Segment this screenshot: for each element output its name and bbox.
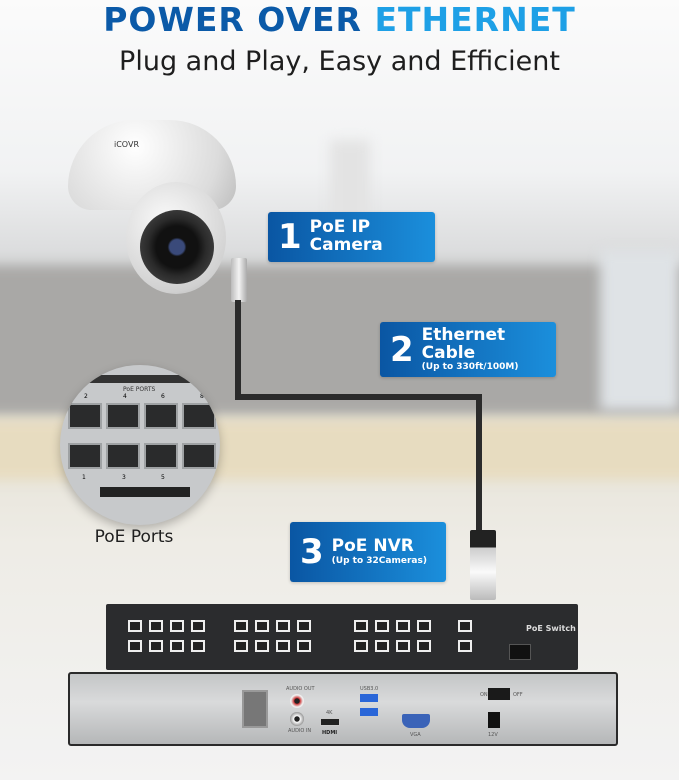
switch-port: [149, 620, 163, 632]
dome-camera: iCOVR: [68, 120, 240, 300]
switch-port: [297, 640, 311, 652]
rj45-port: [144, 443, 178, 469]
switch-port: [297, 620, 311, 632]
step-number: 2: [390, 329, 414, 370]
4k-label: 4K: [326, 710, 333, 716]
rj45-port: [68, 403, 102, 429]
audio-out-label: AUDIO OUT: [286, 686, 315, 692]
poe-ports-inset: PoE PORTS 2 4 6 8 1 3 5: [60, 365, 220, 525]
audio-in-jack: [290, 712, 304, 726]
switch-port: [396, 620, 410, 632]
usb-port: [360, 694, 378, 702]
poe-switch: PoE Switch: [106, 604, 578, 670]
ethernet-cable-segment: [235, 394, 481, 400]
nvr-rear-panel: AUDIO OUT AUDIO IN 4K HDMI USB3.0 VGA ON…: [68, 672, 618, 746]
port-number: 5: [161, 474, 165, 481]
inset-bezel: [75, 375, 205, 383]
switch-port: [276, 620, 290, 632]
step-note: (Up to 330ft/100M): [421, 362, 519, 373]
12v-label: 12V: [488, 732, 498, 738]
switch-port: [375, 640, 389, 652]
port-number: 4: [123, 393, 127, 400]
hdmi-label: HDMI: [322, 730, 338, 736]
step-title: Ethernet Cable: [421, 324, 506, 363]
usb-port: [360, 708, 378, 716]
poe-ports-caption: PoE Ports: [94, 527, 174, 547]
switch-port: [354, 640, 368, 652]
lan-ports: [242, 690, 268, 728]
ethernet-cable: [235, 300, 241, 400]
switch-port: [191, 640, 205, 652]
rj45-port: [68, 443, 102, 469]
sfp-port: [509, 644, 531, 660]
hdmi-port: [320, 718, 340, 726]
port-number: 8: [200, 393, 204, 400]
step-1-label: 1 PoE IP Camera: [268, 212, 435, 262]
port-number: 2: [84, 393, 88, 400]
ethernet-cable-segment: [476, 394, 482, 534]
switch-port: [170, 620, 184, 632]
rj45-port: [144, 403, 178, 429]
vga-port: [402, 714, 430, 728]
step-note: (Up to 32Cameras): [331, 555, 427, 566]
switch-port: [149, 640, 163, 652]
vga-label: VGA: [410, 732, 421, 738]
dc-power-jack: [488, 712, 500, 728]
switch-port: [396, 640, 410, 652]
switch-label: PoE Switch: [526, 624, 576, 633]
audio-out-jack: [290, 694, 304, 708]
rj45-port: [182, 403, 216, 429]
port-number: 3: [122, 474, 126, 481]
rj45-connector-bottom: [470, 530, 496, 600]
power-switch: [488, 688, 510, 700]
switch-port: [255, 640, 269, 652]
rj45-connector-top: [231, 258, 247, 302]
step-number: 3: [300, 532, 324, 572]
inset-bezel: [100, 487, 190, 497]
switch-port: [170, 640, 184, 652]
switch-port: [255, 620, 269, 632]
rj45-port: [182, 443, 216, 469]
switch-port: [375, 620, 389, 632]
step-title: PoE NVR: [331, 536, 414, 557]
rj45-port: [106, 403, 140, 429]
audio-in-label: AUDIO IN: [288, 728, 312, 734]
switch-port: [234, 640, 248, 652]
step-title: PoE IP Camera: [309, 217, 383, 255]
step-number: 1: [278, 217, 302, 257]
switch-port: [417, 640, 431, 652]
inset-header: PoE PORTS: [123, 386, 156, 393]
port-number: 6: [161, 393, 165, 400]
subtitle: Plug and Play, Easy and Efficient: [119, 46, 560, 77]
on-label: ON: [480, 692, 488, 698]
switch-port: [417, 620, 431, 632]
rj45-port: [106, 443, 140, 469]
step-3-label: 3 PoE NVR(Up to 32Cameras): [290, 522, 446, 582]
switch-port: [276, 640, 290, 652]
usb-label: USB3.0: [360, 686, 379, 692]
switch-port: [191, 620, 205, 632]
switch-port: [128, 620, 142, 632]
step-2-label: 2 Ethernet Cable(Up to 330ft/100M): [380, 322, 556, 377]
port-number: 1: [82, 474, 86, 481]
off-label: OFF: [513, 692, 523, 698]
switch-port: [128, 640, 142, 652]
background-window: [600, 250, 679, 410]
switch-port: [458, 620, 472, 632]
switch-port: [354, 620, 368, 632]
camera-brand-logo: iCOVR: [114, 140, 139, 149]
switch-port: [458, 640, 472, 652]
switch-port: [234, 620, 248, 632]
headline: POWER OVER ETHERNET: [103, 0, 576, 39]
